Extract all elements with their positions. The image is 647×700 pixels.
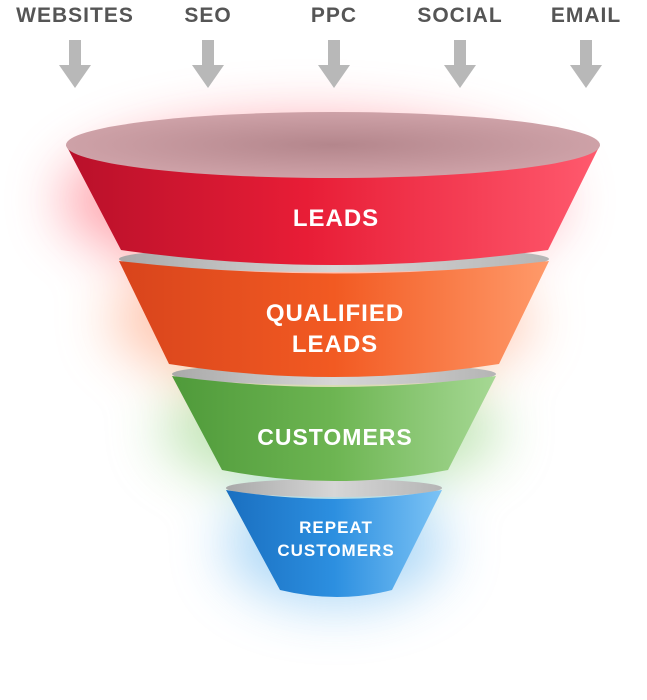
stage-label-line: CUSTOMERS [257, 424, 413, 450]
arrow-down-icon [192, 40, 224, 88]
funnel: REPEAT CUSTOMERS CUSTOMERS QUALIFIED LEA… [66, 112, 600, 597]
stage-label-line: LEADS [292, 331, 378, 358]
funnel-stage-leads: LEADS [66, 112, 600, 265]
arrow-down-icon [59, 40, 91, 88]
source-arrows [59, 40, 602, 88]
source-label-email: EMAIL [551, 4, 621, 27]
stage-label-line: QUALIFIED [266, 300, 404, 327]
source-label-seo: SEO [184, 4, 231, 27]
funnel-stage-customers: CUSTOMERS [172, 363, 496, 481]
arrow-down-icon [444, 40, 476, 88]
funnel-rim [66, 112, 600, 178]
source-label-ppc: PPC [311, 4, 357, 27]
stage-gap-ring [226, 479, 442, 497]
stage-band [119, 261, 549, 377]
stage-band [66, 145, 600, 265]
arrow-down-icon [570, 40, 602, 88]
stage-band [226, 490, 442, 597]
stage-label-line: REPEAT [299, 518, 373, 537]
arrow-down-icon [318, 40, 350, 88]
source-label-social: SOCIAL [417, 4, 502, 27]
funnel-stage-repeat-customers: REPEAT CUSTOMERS [226, 479, 442, 597]
source-labels: WEBSITES SEO PPC SOCIAL EMAIL [16, 4, 621, 27]
stage-label-line: LEADS [293, 205, 379, 232]
funnel-stage-qualified-leads: QUALIFIED LEADS [119, 246, 549, 377]
stage-label-line: CUSTOMERS [277, 541, 394, 560]
source-label-websites: WEBSITES [16, 4, 134, 27]
stage-band [172, 376, 496, 481]
